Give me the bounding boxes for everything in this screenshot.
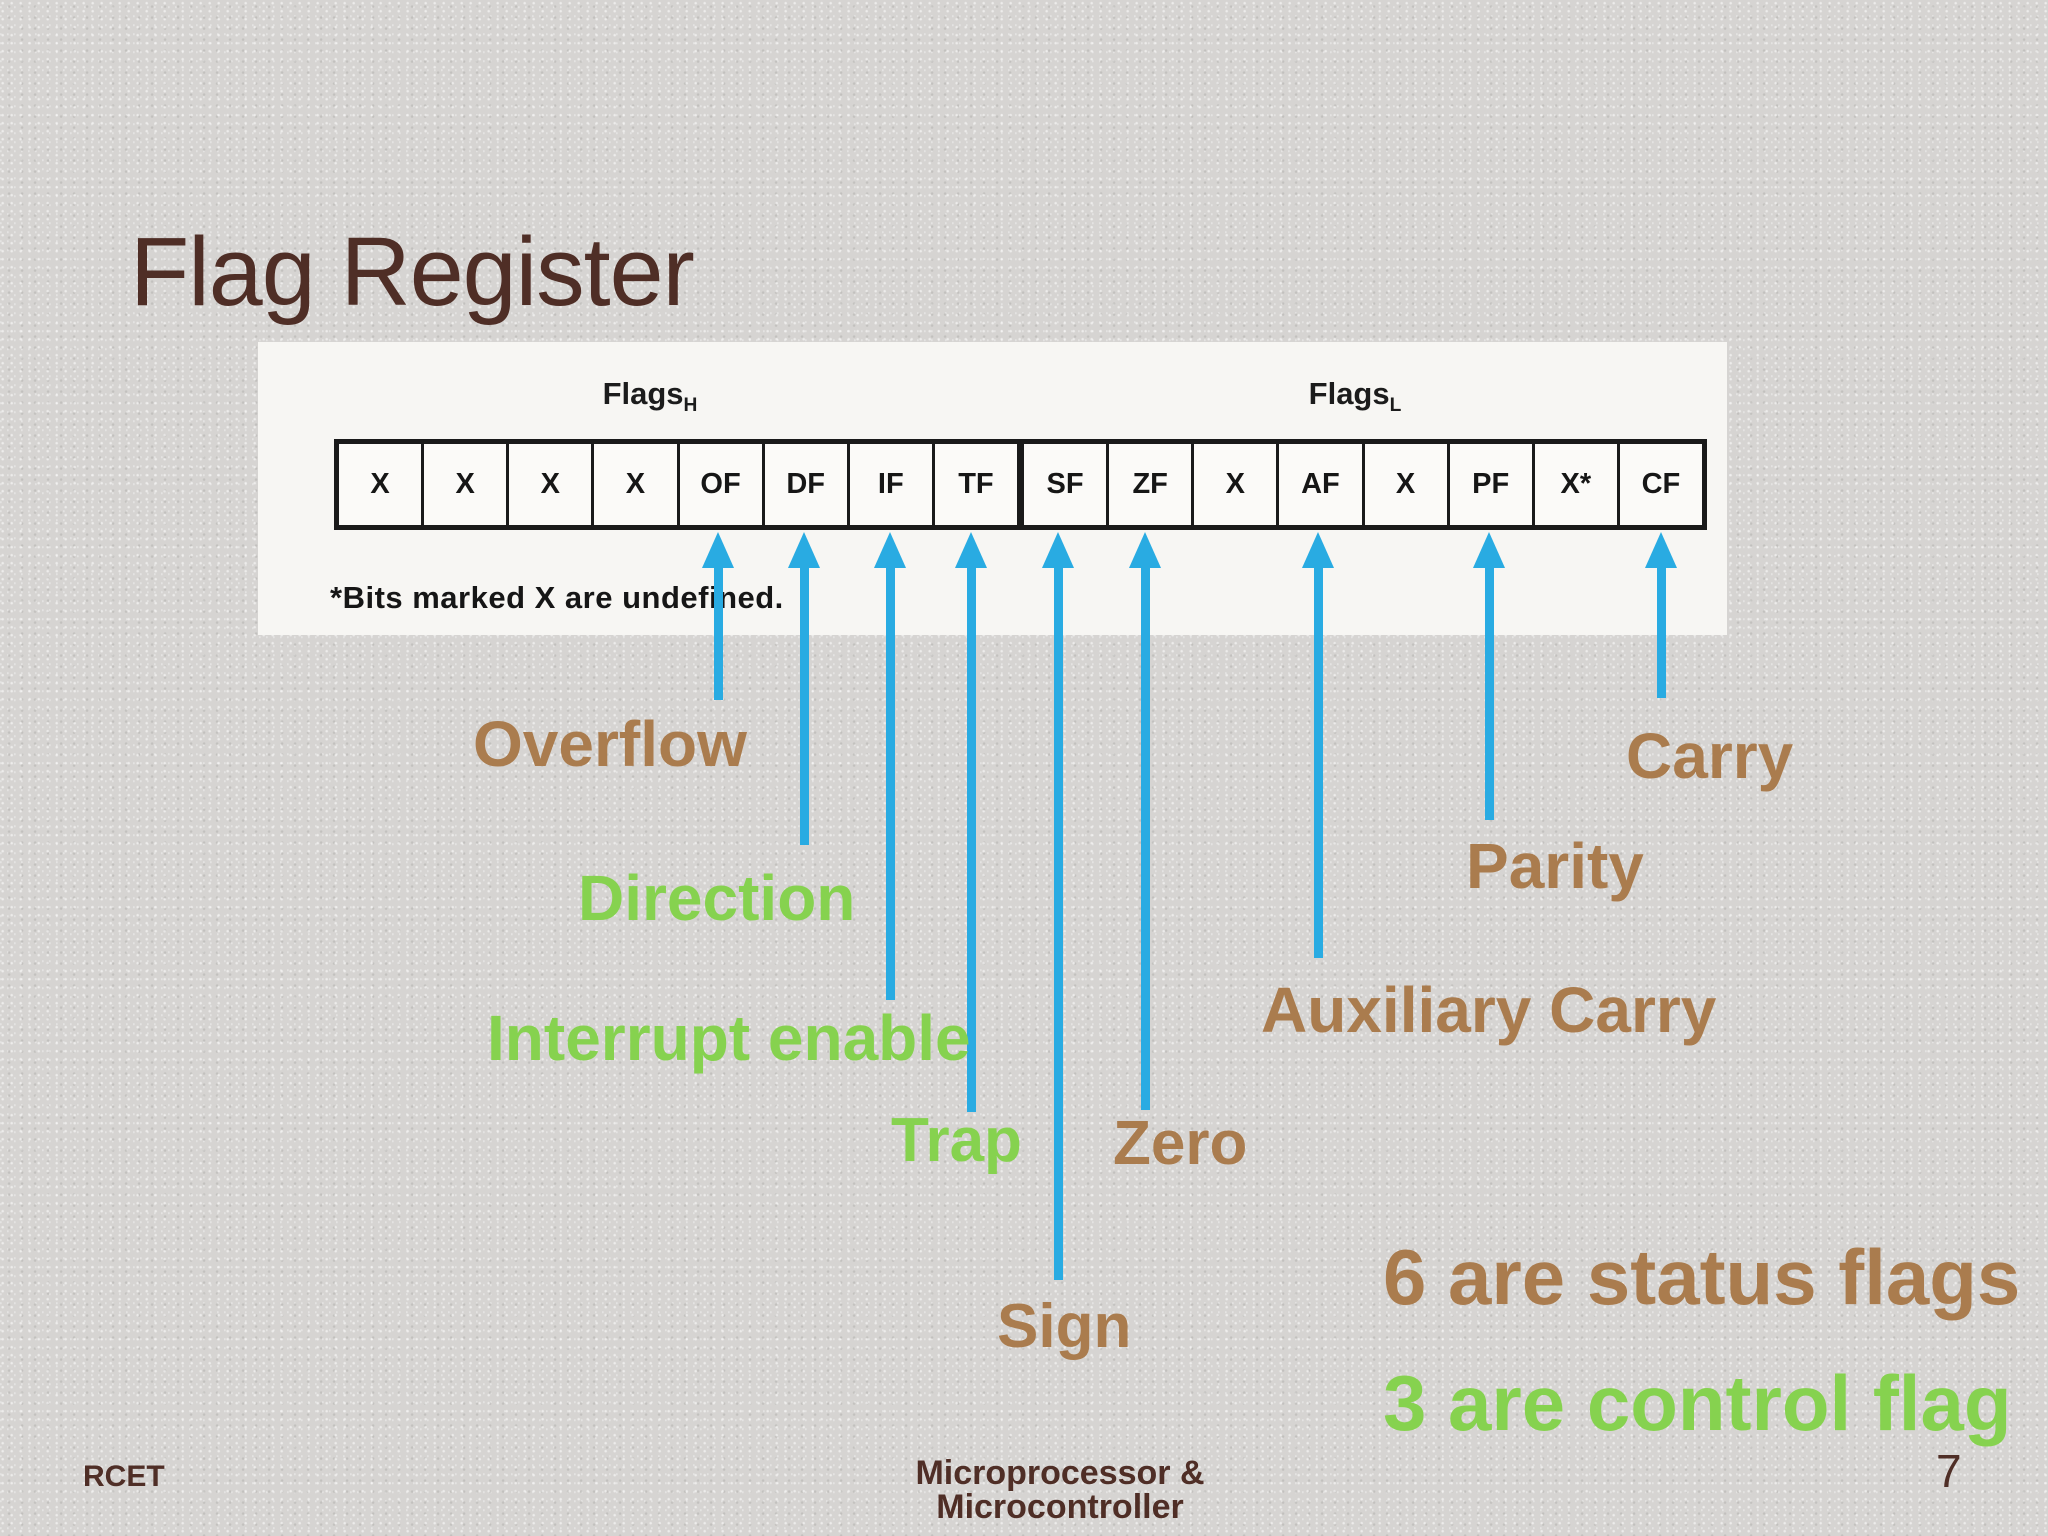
- register-cell-of: OF: [676, 444, 762, 525]
- register-cell-x-star: X*: [1531, 444, 1617, 525]
- register-cell: X: [339, 444, 422, 525]
- arrow-pf-parity: [1473, 532, 1505, 820]
- label-zero: Zero: [1113, 1109, 1248, 1178]
- register-cell: X: [1361, 444, 1447, 525]
- footer-course-title: Microprocessor & Microcontroller: [915, 1454, 1205, 1526]
- arrow-head-icon: [955, 532, 987, 568]
- label-sign: Sign: [997, 1292, 1132, 1361]
- arrow-shaft: [1140, 568, 1150, 1110]
- register-cell-af: AF: [1276, 444, 1362, 525]
- register-cell: X: [506, 444, 592, 525]
- arrow-shaft: [1313, 568, 1323, 958]
- flags-low-text: Flags: [1308, 376, 1390, 411]
- arrow-shaft: [1484, 568, 1494, 820]
- arrow-shaft: [1656, 568, 1666, 698]
- arrow-sf-sign: [1042, 532, 1074, 1280]
- flags-high-text: Flags: [602, 376, 684, 411]
- label-direction: Direction: [578, 862, 856, 934]
- arrow-zf-zero: [1129, 532, 1161, 1110]
- arrow-head-icon: [874, 532, 906, 568]
- register-cell-pf: PF: [1446, 444, 1532, 525]
- arrow-cf-carry: [1645, 532, 1677, 698]
- arrow-shaft: [966, 568, 976, 1112]
- label-carry: Carry: [1626, 720, 1794, 792]
- label-overflow: Overflow: [473, 708, 747, 780]
- arrow-head-icon: [1042, 532, 1074, 568]
- undefined-bits-note: *Bits marked X are undefined.: [330, 580, 784, 615]
- label-trap: Trap: [891, 1106, 1022, 1175]
- control-flags-summary: 3 are control flag: [1383, 1359, 2012, 1447]
- arrow-head-icon: [788, 532, 820, 568]
- flags-high-label: FlagsH: [540, 376, 760, 415]
- slide-page-number: 7: [1936, 1445, 1962, 1497]
- arrow-if-interrupt: [874, 532, 906, 1000]
- arrow-of-overflow: [702, 532, 734, 700]
- register-cell: X: [591, 444, 677, 525]
- page-title: Flag Register: [130, 216, 695, 326]
- label-parity: Parity: [1466, 830, 1644, 902]
- arrow-tf-trap: [955, 532, 987, 1112]
- flag-register-row: X X X X OF DF IF TF SF ZF X AF X PF X* C…: [334, 439, 1707, 530]
- arrow-shaft: [1053, 568, 1063, 1280]
- arrow-head-icon: [1129, 532, 1161, 568]
- register-cell: X: [1191, 444, 1277, 525]
- arrow-shaft: [713, 568, 723, 700]
- register-cell-df: DF: [761, 444, 847, 525]
- label-auxiliary-carry: Auxiliary Carry: [1261, 974, 1717, 1046]
- register-cell-cf: CF: [1616, 444, 1702, 525]
- label-interrupt-enable: Interrupt enable: [487, 1002, 971, 1074]
- arrow-df-direction: [788, 532, 820, 845]
- flags-low-subscript: L: [1389, 395, 1402, 417]
- arrow-af-auxiliary-carry: [1302, 532, 1334, 958]
- arrow-head-icon: [1302, 532, 1334, 568]
- register-cell-zf: ZF: [1106, 444, 1192, 525]
- footer-institution: RCET: [83, 1460, 165, 1493]
- register-cell: X: [421, 444, 507, 525]
- register-cell-if: IF: [846, 444, 932, 525]
- arrow-shaft: [885, 568, 895, 1000]
- arrow-head-icon: [1473, 532, 1505, 568]
- arrow-shaft: [799, 568, 809, 845]
- status-flags-summary: 6 are status flags: [1383, 1233, 2021, 1321]
- arrow-head-icon: [702, 532, 734, 568]
- flags-high-subscript: H: [683, 395, 698, 417]
- register-cell-tf: TF: [931, 444, 1017, 525]
- register-cell-sf: SF: [1017, 444, 1107, 525]
- arrow-head-icon: [1645, 532, 1677, 568]
- flags-low-label: FlagsL: [1245, 376, 1465, 415]
